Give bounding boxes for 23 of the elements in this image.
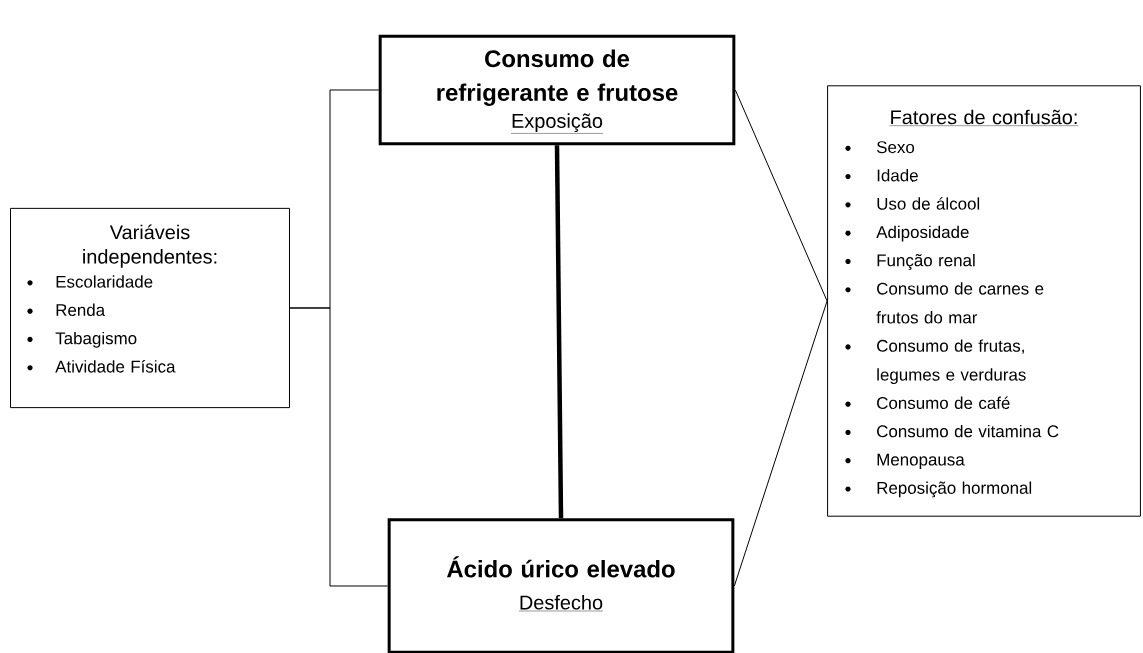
- list-item: Consumo de café: [845, 396, 1010, 409]
- list-item: Reposição hormonal: [845, 481, 1032, 498]
- list-item: Atividade Física: [27, 360, 176, 373]
- list-item: Consumo de vitamina C: [845, 424, 1059, 438]
- list-item: Menopausa: [845, 453, 965, 469]
- list-item: Renda: [27, 303, 106, 317]
- list-item: Consumo de carnes e frutos do mar: [845, 282, 1044, 324]
- list-item: Escolaridade: [27, 275, 153, 288]
- connector-line: [554, 145, 564, 519]
- list-item: Uso de álcool: [845, 197, 980, 210]
- exposure-outcome-box: Consumo de refrigerante e frutose Exposição: [378, 34, 736, 146]
- list-item: Função renal: [845, 253, 975, 270]
- connector-line: [733, 300, 828, 587]
- list-item: Sexo: [845, 141, 915, 154]
- exposure-outcome-box: Ácido úrico elevado Desfecho: [387, 518, 735, 653]
- connector-line: [289, 307, 389, 587]
- list-item: Adiposidade: [845, 225, 969, 242]
- list-item: Tabagismo: [27, 331, 137, 348]
- list-item: Consumo de frutas, legumes e verduras: [845, 339, 1026, 385]
- variable-list-box: Fatores de confusão: Sexo Idade Uso de álcool Adiposidade Função renal Consumo de carnes e frutos do mar Consumo de frutas, legumes e verduras Consumo de café Consumo de vitamina C Menopausa Reposição hormonal: [827, 85, 1141, 517]
- list-item: Idade: [845, 169, 918, 182]
- variable-list-box: Variáveis independentes: Escolaridade Renda Tabagismo Atividade Física: [10, 207, 290, 409]
- connector-line: [734, 89, 828, 302]
